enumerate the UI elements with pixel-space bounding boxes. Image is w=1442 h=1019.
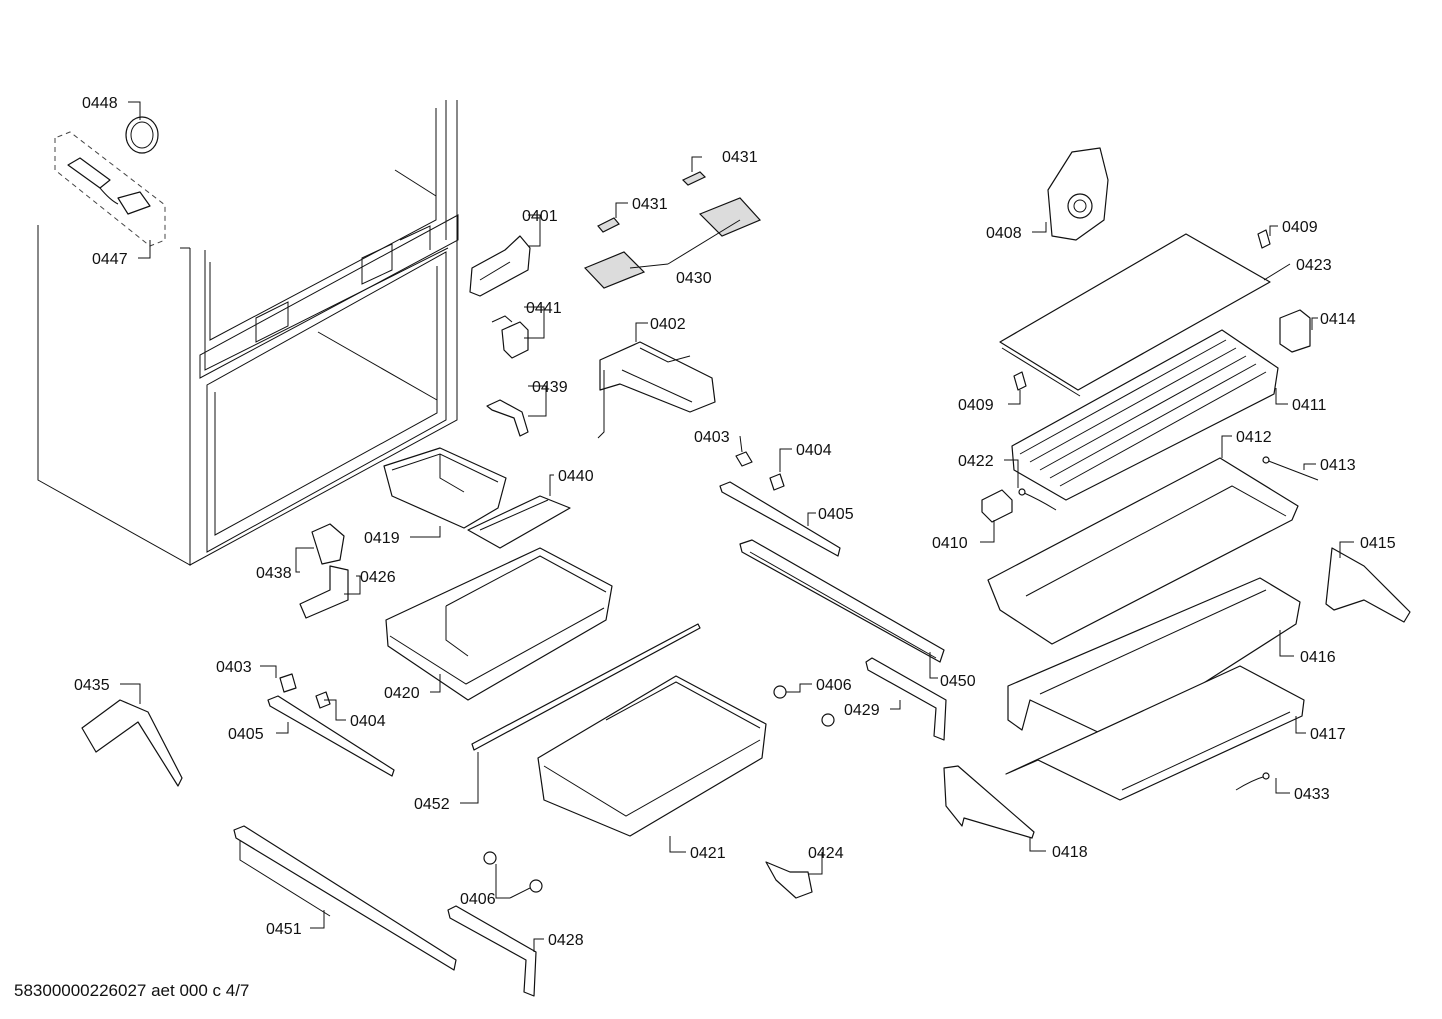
part-0410-cap xyxy=(981,489,1013,523)
document-id: 58300000226027 aet 000 c 4/7 xyxy=(14,981,250,1000)
callout-0414: 0414 xyxy=(1320,311,1356,328)
callout-0441: 0441 xyxy=(526,300,562,317)
callout-0413: 0413 xyxy=(1320,457,1356,474)
callout-0405: 0405 xyxy=(818,506,854,523)
part-0422-sensor xyxy=(1018,488,1057,511)
part-0431-pad-lower xyxy=(597,217,620,233)
callout-0435: 0435 xyxy=(74,677,110,694)
part-0403-clip-lower xyxy=(279,673,297,693)
part-0413-sensor xyxy=(1262,456,1319,481)
callout-0404: 0404 xyxy=(350,713,386,730)
part-0428-bracket xyxy=(447,905,537,997)
callout-0409: 0409 xyxy=(1282,219,1318,236)
part-0414-block xyxy=(1279,309,1311,353)
callout-0403: 0403 xyxy=(694,429,730,446)
callout-0412: 0412 xyxy=(1236,429,1272,446)
part-0447-sensor-assembly xyxy=(54,131,166,247)
part-0421-basket xyxy=(537,675,767,837)
callout-0430: 0430 xyxy=(676,270,712,287)
part-0412-drip-tray xyxy=(987,457,1299,645)
callout-0422: 0422 xyxy=(958,453,994,470)
callout-0439: 0439 xyxy=(532,379,568,396)
callout-0406: 0406 xyxy=(460,891,496,908)
callout-labels: 0448 0447 0401 0431 0431 0430 0441 0402 … xyxy=(74,95,1396,949)
callout-0433: 0433 xyxy=(1294,786,1330,803)
part-0439-bracket xyxy=(486,399,529,437)
cabinet-outline xyxy=(37,100,459,566)
part-0409-clip-lower xyxy=(1013,371,1027,391)
part-0405-rail-lower xyxy=(267,695,395,777)
callout-0418: 0418 xyxy=(1052,844,1088,861)
callout-0404: 0404 xyxy=(796,442,832,459)
part-0415-bracket xyxy=(1325,547,1411,623)
part-0404-clip-lower xyxy=(315,691,331,709)
callout-0410: 0410 xyxy=(932,535,968,552)
callout-0431: 0431 xyxy=(722,149,758,166)
part-0440-cover xyxy=(467,495,571,549)
leader-lines xyxy=(120,101,1354,952)
part-0408-fan-housing xyxy=(1047,147,1109,241)
callout-0403: 0403 xyxy=(216,659,252,676)
part-0429-bracket xyxy=(865,657,947,741)
part-0402-ice-maker xyxy=(597,341,716,439)
callout-0451: 0451 xyxy=(266,921,302,938)
part-0441-holder xyxy=(491,315,529,359)
callout-0402: 0402 xyxy=(650,316,686,333)
callout-0452: 0452 xyxy=(414,796,450,813)
part-0448-ring xyxy=(125,116,159,154)
callout-0401: 0401 xyxy=(522,208,558,225)
callout-0440: 0440 xyxy=(558,468,594,485)
callout-0408: 0408 xyxy=(986,225,1022,242)
callout-0417: 0417 xyxy=(1310,726,1346,743)
callout-0411: 0411 xyxy=(1292,397,1327,414)
callout-0416: 0416 xyxy=(1300,649,1336,666)
part-0433-sensor xyxy=(1235,772,1270,791)
part-0403-clip-upper xyxy=(735,451,753,467)
callout-0424: 0424 xyxy=(808,845,844,862)
part-0424-scoop xyxy=(765,861,813,899)
part-0417-cover xyxy=(1005,665,1305,801)
part-0420-basket xyxy=(385,547,613,701)
part-0450-slide-rail xyxy=(739,539,945,663)
part-0419-bin xyxy=(383,447,507,529)
callout-0426: 0426 xyxy=(360,569,396,586)
part-0411-evaporator xyxy=(1011,329,1279,501)
callout-0405: 0405 xyxy=(228,726,264,743)
part-0451-slide-rail xyxy=(233,825,457,971)
callout-0447: 0447 xyxy=(92,251,128,268)
callout-0420: 0420 xyxy=(384,685,420,702)
callout-0428: 0428 xyxy=(548,932,584,949)
callout-0421: 0421 xyxy=(690,845,726,862)
callout-0429: 0429 xyxy=(844,702,880,719)
callout-0406: 0406 xyxy=(816,677,852,694)
part-0404-clip-upper xyxy=(769,473,785,491)
part-0431-pad-upper xyxy=(681,171,707,186)
callout-0450: 0450 xyxy=(940,673,976,690)
part-0405-rail-upper xyxy=(719,481,841,557)
callout-0409: 0409 xyxy=(958,397,994,414)
part-0430-pads xyxy=(583,197,762,289)
part-0438-bracket xyxy=(311,523,345,565)
part-0418-cover xyxy=(943,765,1035,839)
part-0435-bracket xyxy=(81,699,183,787)
part-0423-cover-plate xyxy=(999,233,1271,397)
part-0406-nuts-lower xyxy=(483,851,543,893)
part-0409-clip-upper xyxy=(1257,229,1271,249)
part-0401-bracket xyxy=(469,235,531,297)
part-0452-strip xyxy=(471,623,701,751)
callout-0448: 0448 xyxy=(82,95,118,112)
callout-0423: 0423 xyxy=(1296,257,1332,274)
callout-0415: 0415 xyxy=(1360,535,1396,552)
callout-0431: 0431 xyxy=(632,196,668,213)
part-0426-bracket xyxy=(299,565,349,619)
callout-0419: 0419 xyxy=(364,530,400,547)
callout-0438: 0438 xyxy=(256,565,292,582)
